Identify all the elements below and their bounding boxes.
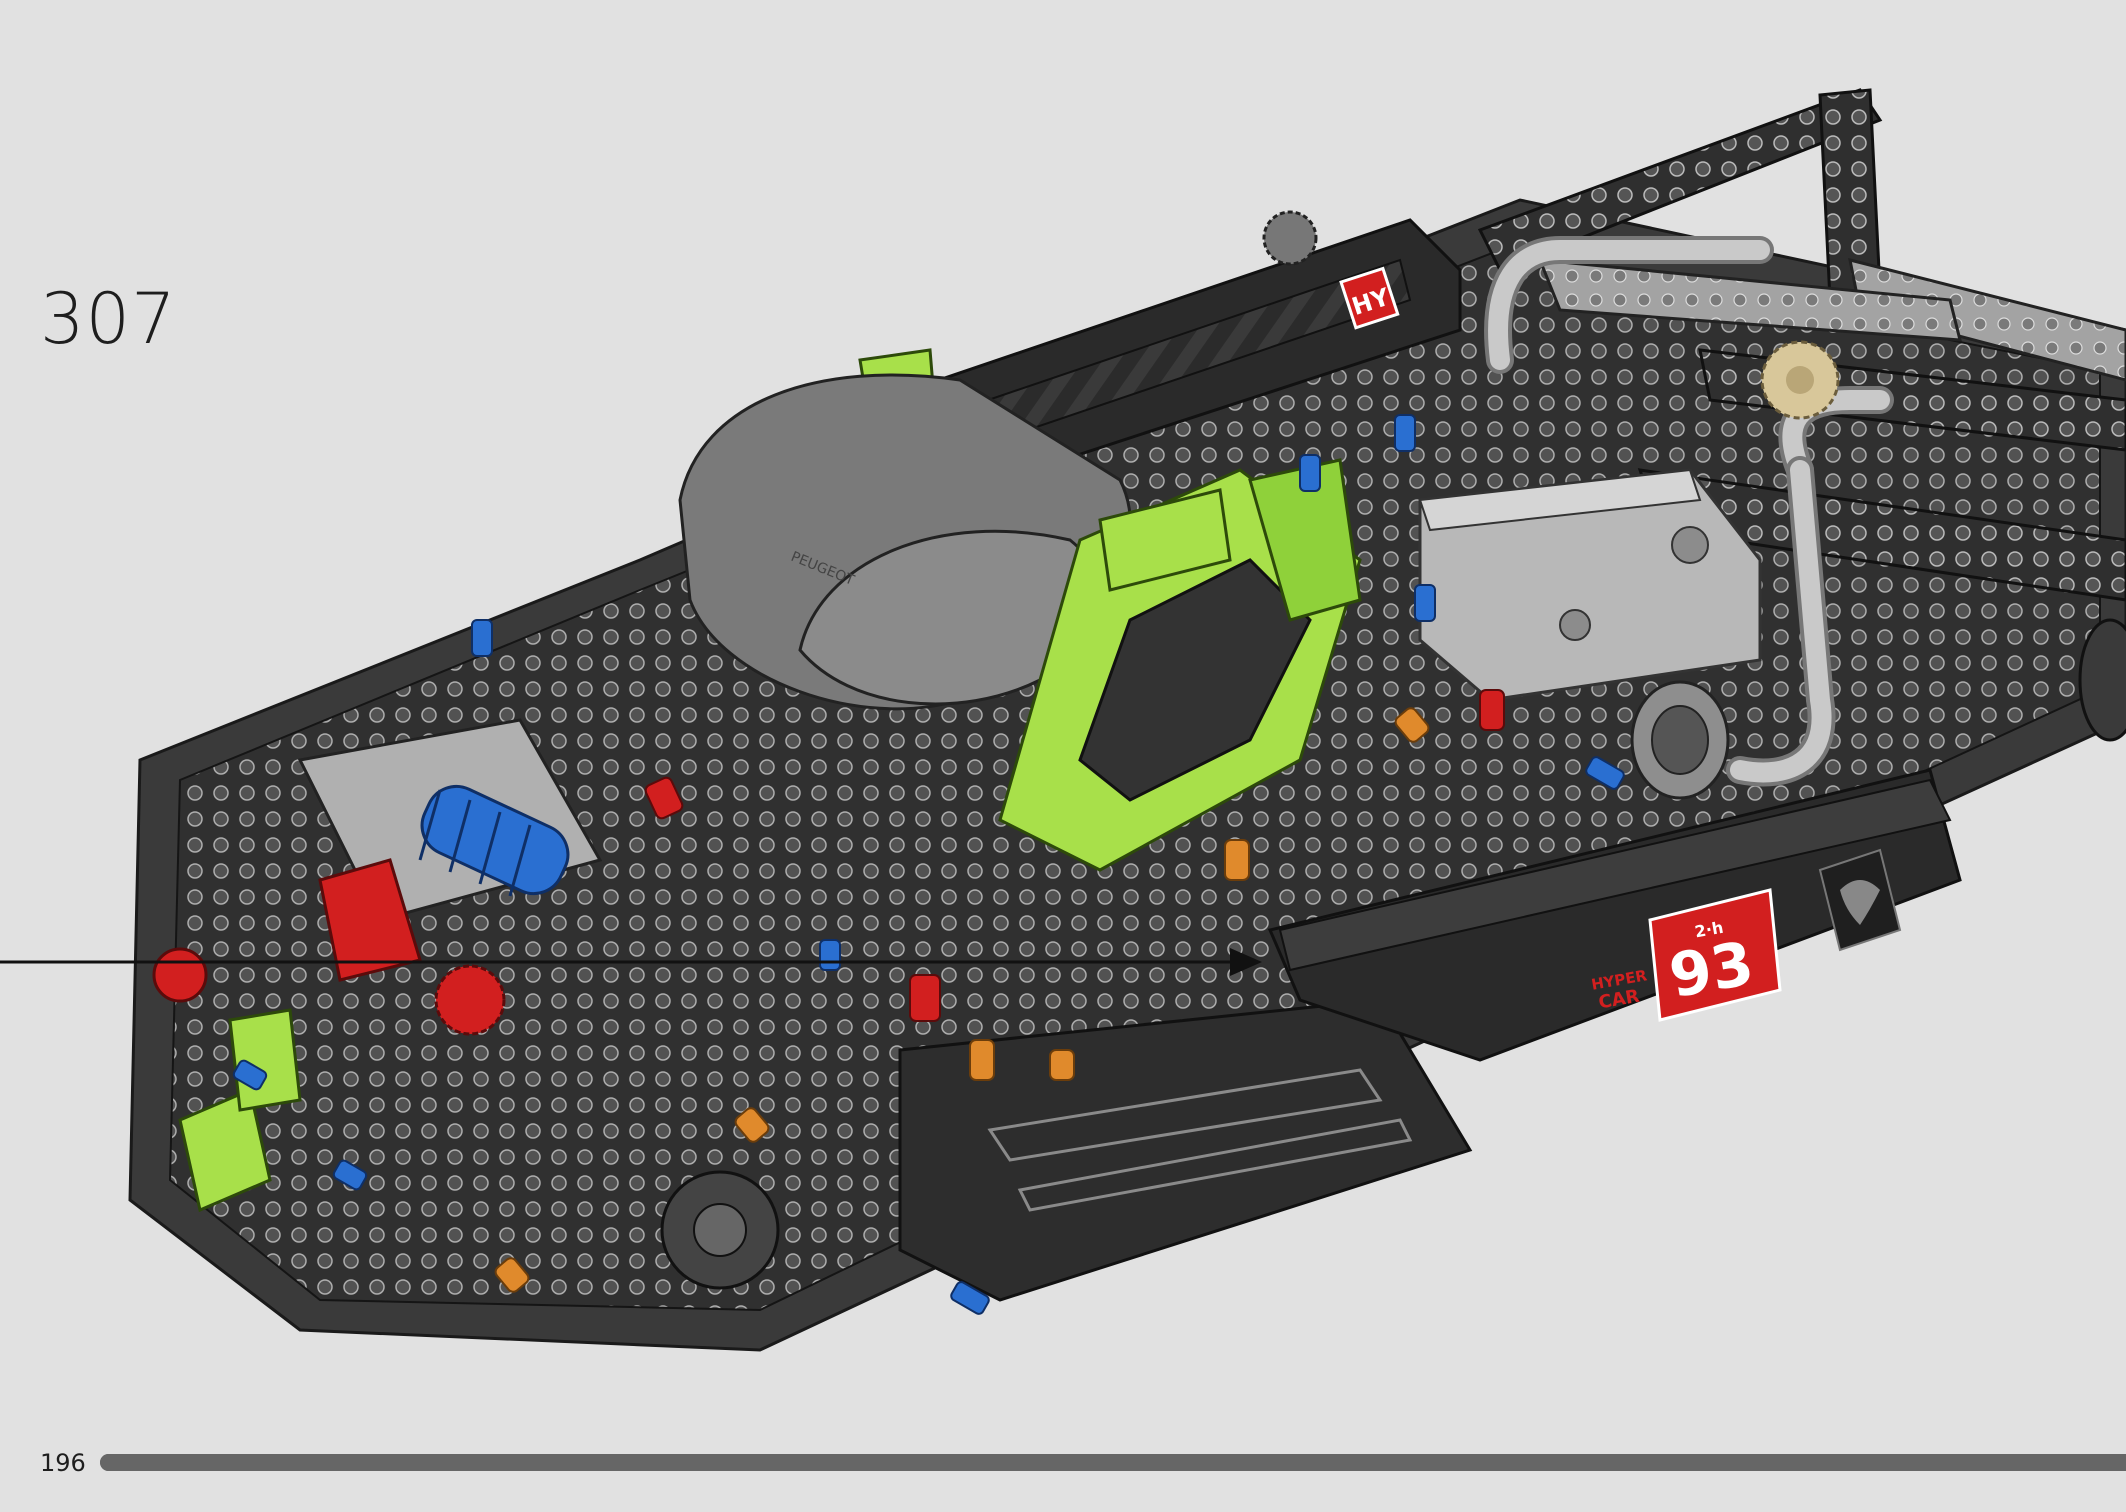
page-number: 196	[40, 1449, 86, 1477]
front-hub	[660, 1170, 780, 1290]
callout-arrow	[0, 948, 1262, 976]
step-number: 307	[40, 278, 177, 360]
progress-bar	[100, 1454, 2126, 1471]
engine-block	[1418, 468, 1762, 800]
rear-frame-beams	[1477, 88, 2126, 602]
event-mark: 2·h	[1693, 918, 1724, 942]
exhaust-pipes	[1484, 236, 1894, 787]
blue-shock-spring	[418, 784, 570, 897]
gear-cluster	[1760, 340, 1840, 420]
progress-fill	[100, 1454, 2126, 1471]
race-number: 93	[1664, 929, 1758, 1012]
lion-emblem	[1818, 848, 1902, 952]
front-suspension	[152, 718, 780, 1290]
rear-hub	[2078, 618, 2126, 742]
floor-plates	[898, 998, 1473, 1302]
side-livery-panel: 93 2·h HYPER CAR	[1267, 768, 1962, 1062]
race-number-plate: 93 2·h	[1648, 888, 1782, 1022]
connector-pins	[232, 414, 1625, 1315]
cockpit-seat	[998, 458, 1362, 872]
